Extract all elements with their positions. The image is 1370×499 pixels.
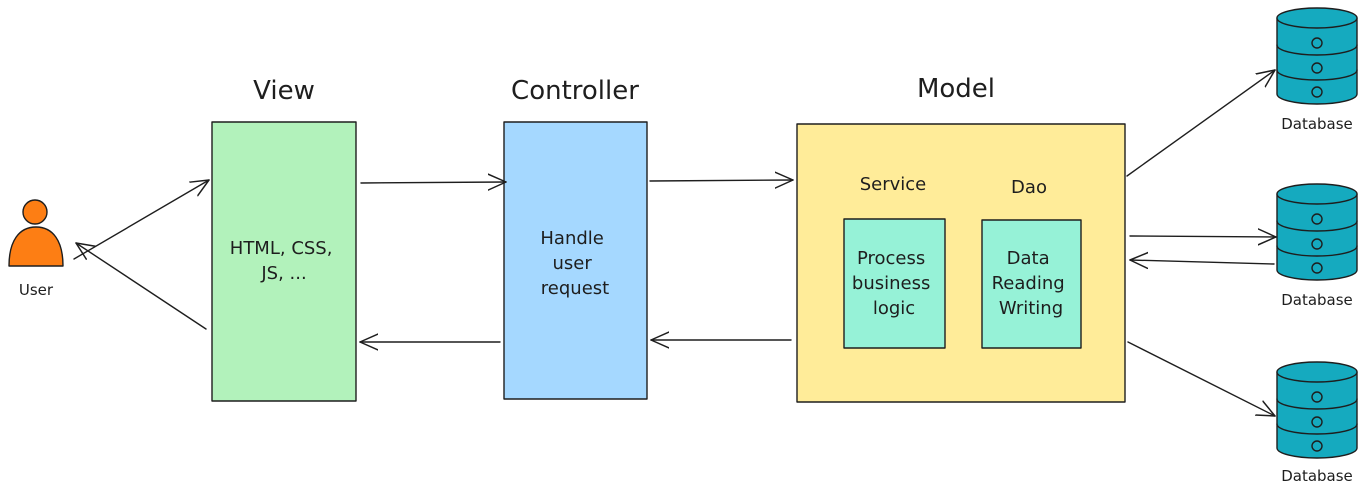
database-icon [1276, 183, 1358, 281]
database-icon [1276, 7, 1358, 105]
database-node-2: Database [1276, 183, 1358, 309]
view-box [211, 121, 357, 402]
arrow-user-to-view [73, 180, 209, 260]
database-label: Database [1281, 291, 1353, 309]
controller-description: Handle user request [540, 228, 609, 299]
model-title: Model [917, 74, 995, 104]
dao-description: Data Reading Writing [992, 248, 1071, 319]
arrow-view-to-user [76, 243, 207, 330]
service-description: Process business logic [852, 248, 936, 319]
arrow-database-2-to-model [1130, 260, 1275, 264]
arrow-view-to-controller [360, 182, 506, 183]
arrow-model-to-database-1 [1126, 70, 1275, 177]
database-label: Database [1281, 115, 1353, 133]
view-layer: View HTML, CSS, JS, ... [211, 76, 357, 402]
arrow-controller-to-model [649, 180, 793, 181]
connection-arrows [73, 70, 1276, 416]
dao-box [981, 219, 1082, 349]
controller-layer: Controller Handle user request [503, 76, 648, 400]
database-node-1: Database [1276, 7, 1358, 133]
view-title: View [253, 76, 315, 106]
arrow-model-to-database-3 [1127, 341, 1275, 416]
service-box [843, 218, 946, 349]
database-label: Database [1281, 467, 1353, 485]
arrow-model-to-database-2 [1129, 236, 1276, 237]
controller-title: Controller [511, 76, 639, 106]
user-node: User [8, 199, 64, 299]
database-icon [1276, 361, 1358, 459]
controller-box [503, 121, 648, 400]
model-layer: Model Service Dao Process business logic… [796, 74, 1126, 403]
dao-title: Dao [1011, 177, 1047, 198]
view-description: HTML, CSS, JS, ... [230, 238, 338, 284]
person-icon [8, 199, 64, 267]
service-title: Service [860, 174, 927, 195]
user-label: User [19, 281, 54, 299]
database-node-3: Database [1276, 361, 1358, 485]
